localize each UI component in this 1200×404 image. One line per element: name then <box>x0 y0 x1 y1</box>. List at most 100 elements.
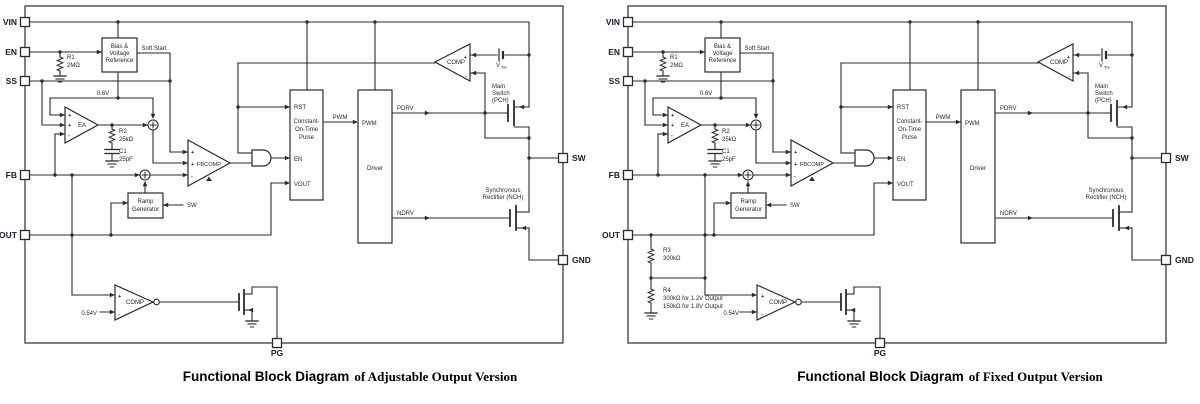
r1-value: 2MΩ <box>67 63 80 69</box>
resistor-symbol <box>646 288 656 304</box>
arrowhead <box>59 122 65 128</box>
open-drain-bubble <box>153 298 160 306</box>
constant-on-time-block <box>892 89 927 201</box>
ndrv-label: NDRV <box>397 211 414 217</box>
arrowhead <box>182 149 188 155</box>
and-gate <box>854 149 875 167</box>
ramp-gen-label: Ramp <box>137 199 154 205</box>
vth-sub-label: TH <box>501 65 507 70</box>
pwm-wire-label: PWM <box>333 115 348 121</box>
r2-label: R2 <box>119 129 127 135</box>
sync-rect-label: Synchronous <box>1088 188 1123 194</box>
driver-label: Driver <box>970 166 986 172</box>
pg-ref-label: 0.54V <box>723 311 739 317</box>
resistor-symbol <box>658 56 668 72</box>
c1-label: C1 <box>722 149 730 155</box>
arrowhead <box>737 172 743 178</box>
main-switch-label: Switch <box>1095 91 1113 97</box>
pdrv-label: PDRV <box>1000 106 1017 112</box>
arrowhead <box>745 181 751 187</box>
cot-en-label: EN <box>294 157 302 163</box>
arrowhead <box>745 122 751 128</box>
junction-dot <box>109 233 113 237</box>
arrowhead <box>662 122 668 128</box>
ea-plus-mark: + <box>68 123 72 129</box>
cot-block-label: On-Time <box>898 127 922 133</box>
pin-square <box>874 337 886 349</box>
pin-square <box>1160 254 1172 266</box>
arrowhead <box>887 155 893 161</box>
bias-block-label: Bias & <box>111 44 128 50</box>
fbcomp-triangle <box>790 138 835 188</box>
ramp-sw-label: SW <box>187 203 197 209</box>
bias-block-label: Bias & <box>714 44 731 50</box>
pin-square <box>557 152 569 164</box>
arrowhead <box>182 160 188 166</box>
c1-value: 25pF <box>119 157 133 163</box>
cot-vout-label: VOUT <box>897 182 914 188</box>
arrowhead <box>142 181 148 187</box>
r1-label: R1 <box>670 55 678 61</box>
cot-en-label: EN <box>897 157 905 163</box>
junction-dot <box>719 20 723 24</box>
ilim-plus-mark: + <box>1067 55 1071 61</box>
pin-square <box>557 254 569 266</box>
arrowhead <box>662 131 668 137</box>
caption-fixed-main: Functional Block Diagram <box>797 369 964 384</box>
resistor-symbol <box>646 248 656 264</box>
resistor-symbol <box>55 56 65 72</box>
arrowhead <box>521 225 527 231</box>
arrowhead <box>182 172 188 178</box>
adjustable-diagram: VIN EN SS FB OUT SW GND PG R1 2MΩ Bias &… <box>0 5 591 358</box>
c1-value: 25pF <box>722 157 736 163</box>
r4-value-1v8: 150kΩ for 1.8V Output <box>663 304 723 310</box>
pg-plus-mark: + <box>118 294 122 300</box>
sync-rect-label: Rectifier (NCH) <box>483 195 524 201</box>
pg-comp-label: COMP <box>769 300 787 306</box>
constant-on-time-block <box>289 89 324 201</box>
sync-rect-label: Synchronous <box>485 188 520 194</box>
main-switch-label: Main <box>492 84 505 90</box>
cot-block-label: Constant- <box>293 119 319 125</box>
ramp-generator-block <box>127 192 164 219</box>
arrowhead <box>59 131 65 137</box>
arrowhead <box>1124 225 1130 231</box>
vth-label: V <box>496 63 500 69</box>
pin-square <box>19 229 31 241</box>
resistor-symbol <box>107 128 117 144</box>
junction-dot <box>703 233 707 237</box>
fixed-shapes <box>622 5 1172 349</box>
arrowhead <box>96 49 102 55</box>
pin-label-ss: SS <box>609 76 621 86</box>
arrowhead <box>122 200 128 206</box>
bias-voltage-reference-block <box>704 37 741 73</box>
arrowhead <box>150 113 156 119</box>
ramp-gen-label: Generator <box>735 207 762 213</box>
error-amp-triangle <box>64 105 100 145</box>
arrowhead <box>699 49 705 55</box>
driver-pwm-label: PWM <box>965 121 980 127</box>
pg-comp-triangle <box>756 284 797 321</box>
pin-square <box>271 337 283 349</box>
arrowhead <box>785 160 791 166</box>
r2-label: R2 <box>722 129 730 135</box>
adjustable-texts: VIN EN SS FB OUT SW GND PG R1 2MΩ Bias &… <box>0 17 591 358</box>
pin-label-ss: SS <box>6 76 18 86</box>
cot-rst-label: RST <box>294 105 306 111</box>
pin-square <box>19 46 31 58</box>
pin-label-fb: FB <box>6 170 17 180</box>
arrowhead <box>785 172 791 178</box>
fixed-diagram: VIN EN SS FB OUT SW GND PG R1 2MΩ Bias &… <box>602 5 1194 358</box>
ramp-generator-block <box>730 192 767 219</box>
ea-plus-mark: + <box>671 113 675 119</box>
vth-sub-label: TH <box>1104 65 1110 70</box>
pin-label-sw: SW <box>572 153 587 163</box>
bias-block-label: Voltage <box>712 51 733 57</box>
pin-label-out: OUT <box>0 230 18 240</box>
pin-label-gnd: GND <box>572 255 591 265</box>
pin-square <box>622 169 634 181</box>
r1-label: R1 <box>67 55 75 61</box>
